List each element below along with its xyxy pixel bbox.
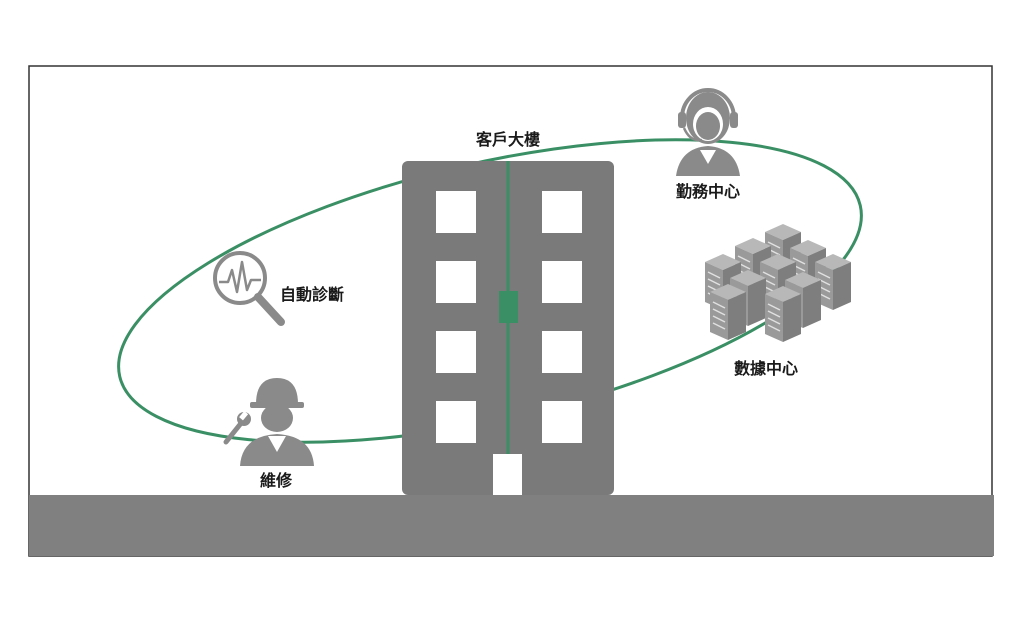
window: [436, 191, 476, 233]
window: [436, 261, 476, 303]
window: [542, 331, 582, 373]
window: [542, 401, 582, 443]
building-door: [493, 454, 522, 495]
window: [436, 331, 476, 373]
window: [436, 401, 476, 443]
magnifier-waveform-icon: [213, 251, 285, 326]
building-label: 客戶大樓: [476, 130, 540, 149]
server-unit: [765, 286, 801, 342]
window: [542, 261, 582, 303]
monitoring-device: [499, 291, 518, 323]
window: [542, 191, 582, 233]
maintenance-label: 維修: [260, 471, 293, 490]
worker-wrench-icon: [223, 378, 314, 466]
data-center-label: 數據中心: [734, 359, 798, 378]
diagnosis-label: 自動診斷: [280, 285, 344, 304]
server-cluster-icon: [705, 224, 851, 342]
server-unit: [710, 284, 746, 340]
service-center-label: 勤務中心: [676, 182, 740, 201]
headset-agent-icon: [676, 88, 740, 176]
office-building-icon: [402, 161, 614, 495]
ground: [29, 495, 994, 556]
